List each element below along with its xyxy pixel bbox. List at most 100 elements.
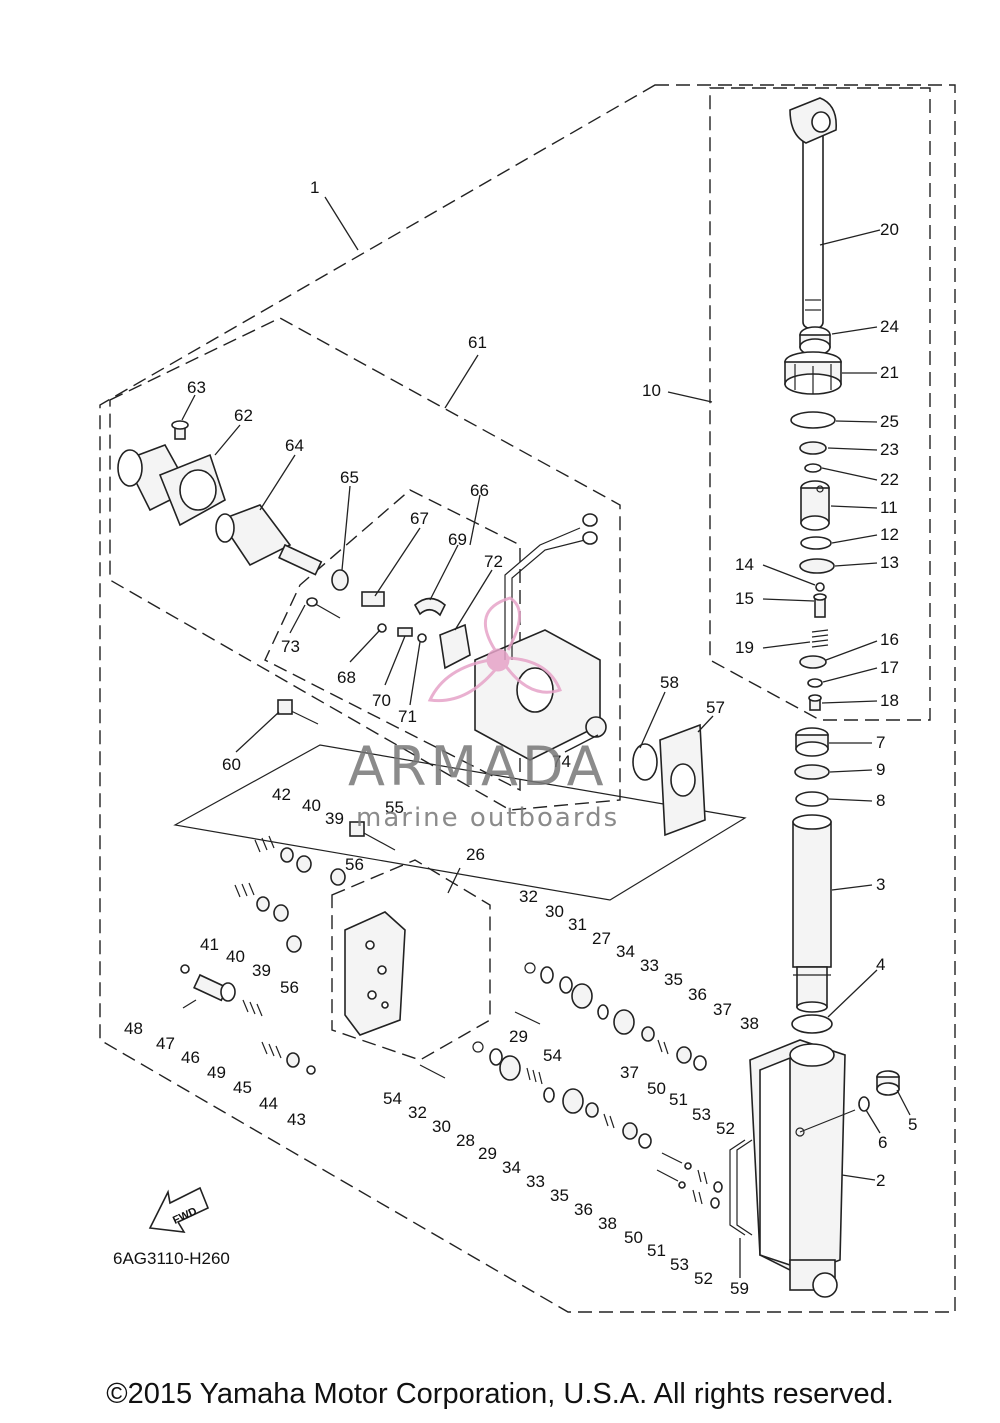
callout-4: 4 bbox=[876, 955, 885, 974]
callout-63: 63 bbox=[187, 378, 206, 397]
callout-40a: 40 bbox=[302, 796, 321, 815]
callout-26: 26 bbox=[466, 845, 485, 864]
callout-3: 3 bbox=[876, 875, 885, 894]
o-ring-17 bbox=[807, 678, 823, 688]
callout-56a: 56 bbox=[345, 855, 364, 874]
bolt-18 bbox=[808, 694, 822, 711]
callout-58: 58 bbox=[660, 673, 679, 692]
callout-8: 8 bbox=[876, 791, 885, 810]
callout-25: 25 bbox=[880, 412, 899, 431]
callout-1: 1 bbox=[310, 178, 319, 197]
callout-31: 31 bbox=[568, 915, 587, 934]
valve-44 bbox=[286, 1052, 300, 1068]
callout-57: 57 bbox=[706, 698, 725, 717]
ball-51b bbox=[678, 1181, 686, 1189]
o-ring-4 bbox=[791, 1014, 833, 1034]
callout-36a: 36 bbox=[688, 985, 707, 1004]
trim-rod-20 bbox=[789, 97, 837, 329]
piston-7 bbox=[795, 727, 829, 757]
gasket-plane-outline bbox=[173, 744, 747, 901]
callout-30b: 30 bbox=[432, 1117, 451, 1136]
assembly-boundary-1 bbox=[99, 84, 956, 1313]
circlip-32b bbox=[472, 1041, 484, 1053]
plug-5 bbox=[876, 1070, 900, 1096]
bolt-60 bbox=[277, 699, 319, 725]
valve-33b bbox=[562, 1088, 584, 1114]
callout-34b: 34 bbox=[502, 1158, 521, 1177]
cylinder-tube-3 bbox=[792, 814, 832, 1013]
callout-7: 7 bbox=[876, 733, 885, 752]
callout-60: 60 bbox=[222, 755, 241, 774]
bolt-63 bbox=[171, 420, 189, 440]
callout-24: 24 bbox=[880, 317, 899, 336]
callout-33b: 33 bbox=[526, 1172, 545, 1191]
callout-52a: 52 bbox=[716, 1119, 735, 1138]
spring-53a bbox=[697, 1169, 708, 1185]
callout-67: 67 bbox=[410, 509, 429, 528]
callout-43: 43 bbox=[287, 1110, 306, 1129]
callout-73: 73 bbox=[281, 637, 300, 656]
callout-50a: 50 bbox=[647, 1079, 666, 1098]
callout-19: 19 bbox=[735, 638, 754, 657]
washer-39a bbox=[296, 855, 312, 873]
spring-49 bbox=[242, 999, 263, 1017]
washer-56a bbox=[330, 868, 346, 886]
valve-27 bbox=[571, 983, 593, 1009]
o-ring-22 bbox=[804, 463, 822, 473]
o-ring-25 bbox=[790, 411, 836, 429]
callout-21: 21 bbox=[880, 363, 899, 382]
pin-54a bbox=[419, 1064, 446, 1079]
armada-watermark: ARMADA marine outboards bbox=[348, 596, 619, 833]
valve-body-26 bbox=[344, 911, 406, 1036]
o-ring-38b bbox=[638, 1133, 652, 1149]
gland-nut-21 bbox=[784, 351, 842, 395]
callout-12: 12 bbox=[880, 525, 899, 544]
callout-44: 44 bbox=[259, 1094, 278, 1113]
watermark-tagline: marine outboards bbox=[356, 803, 619, 833]
pin-47 bbox=[182, 999, 197, 1009]
callout-32a: 32 bbox=[519, 887, 538, 906]
pump-housing-74 bbox=[474, 513, 601, 761]
spring-53b bbox=[692, 1189, 703, 1205]
spring-41 bbox=[234, 882, 255, 898]
callout-40b: 40 bbox=[226, 947, 245, 966]
callout-34a: 34 bbox=[616, 942, 635, 961]
callout-71: 71 bbox=[398, 707, 417, 726]
callout-55: 55 bbox=[385, 798, 404, 817]
o-ring-30b bbox=[489, 1048, 503, 1066]
spring-36a bbox=[657, 1039, 669, 1055]
washer-16 bbox=[799, 655, 827, 669]
callout-14: 14 bbox=[735, 555, 754, 574]
spring-29 bbox=[526, 1067, 543, 1085]
callout-29a: 29 bbox=[509, 1027, 528, 1046]
callout-51a: 51 bbox=[669, 1090, 688, 1109]
pin-15 bbox=[813, 593, 827, 618]
valve-28 bbox=[499, 1055, 521, 1081]
gasket-57 bbox=[659, 723, 706, 837]
callout-20: 20 bbox=[880, 220, 899, 239]
bushing-24 bbox=[799, 326, 831, 356]
callout-66: 66 bbox=[470, 481, 489, 500]
o-ring-58 bbox=[632, 743, 658, 781]
callout-11: 11 bbox=[880, 498, 898, 517]
callout-39a: 39 bbox=[325, 809, 344, 828]
valve-40a bbox=[280, 847, 294, 863]
washer-9 bbox=[794, 764, 830, 780]
callout-15: 15 bbox=[735, 589, 754, 608]
copyright-notice: ©2015 Yamaha Motor Corporation, U.S.A. A… bbox=[106, 1378, 894, 1410]
callout-51b: 51 bbox=[647, 1241, 666, 1260]
propeller-logo-icon bbox=[427, 596, 562, 703]
watermark-brand: ARMADA bbox=[348, 735, 608, 798]
bracket-72 bbox=[439, 623, 471, 670]
spring-36b bbox=[603, 1113, 615, 1129]
pipe-59 bbox=[729, 1139, 753, 1236]
callout-18: 18 bbox=[880, 691, 899, 710]
callout-56b: 56 bbox=[280, 978, 299, 997]
callout-47: 47 bbox=[156, 1034, 175, 1053]
pump-64 bbox=[215, 504, 323, 576]
callout-5: 5 bbox=[908, 1115, 917, 1134]
callout-32b: 32 bbox=[408, 1103, 427, 1122]
assembly-boundary-26 bbox=[331, 859, 491, 1061]
spring-clip-69 bbox=[413, 597, 446, 617]
callout-29b: 29 bbox=[478, 1144, 497, 1163]
